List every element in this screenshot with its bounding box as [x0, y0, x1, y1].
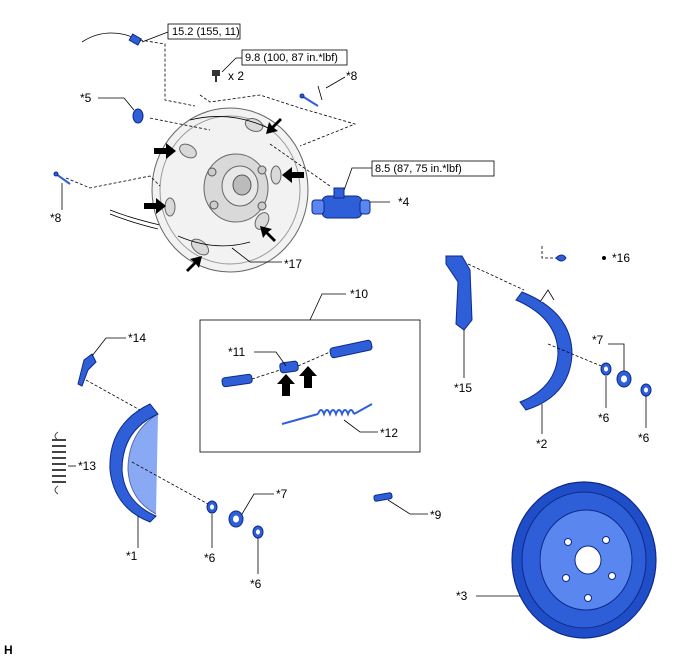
- part-13-spring: [52, 431, 66, 495]
- part-6-washer-right-b: [640, 383, 652, 397]
- bolt-quantity: x 2: [228, 69, 244, 83]
- arrow-5: [260, 226, 276, 242]
- callout-13: *13: [78, 459, 96, 473]
- arrow-6: [186, 256, 202, 272]
- torque-brake-line: 15.2 (155, 11): [172, 26, 240, 38]
- brake-line: [81, 32, 143, 46]
- callout-17: *17: [284, 257, 302, 271]
- part-7-cup-left: [228, 510, 244, 528]
- arrow-4: [144, 198, 166, 214]
- part-3-brake-drum: [511, 481, 657, 639]
- callout-3: *3: [456, 589, 468, 603]
- backing-plate: [109, 107, 309, 273]
- part-15-lever-right: [445, 255, 473, 331]
- torque-box-brake-line: [167, 23, 241, 40]
- part-7-cup-right: [616, 370, 632, 388]
- arrow-3: [282, 167, 304, 183]
- callout-11: *11: [228, 345, 245, 359]
- part-16-clip: [555, 254, 567, 262]
- torque-box-wheel-cylinder: [371, 160, 495, 177]
- part-6-washer-left-a: [206, 500, 218, 514]
- part-2-shoe-right: [515, 289, 573, 411]
- part-6-washer-right-a: [600, 362, 612, 376]
- callout-7a: *7: [276, 487, 288, 501]
- part-12-spring: [281, 403, 373, 425]
- part-1-shoe-left: [109, 403, 159, 523]
- callout-2: *2: [536, 437, 548, 451]
- callout-1: *1: [126, 549, 138, 563]
- arrow-8: [299, 366, 317, 388]
- arrow-1: [154, 143, 176, 159]
- callout-10: *10: [350, 287, 368, 301]
- bullet-dot: [602, 256, 606, 260]
- torque-bolt: 9.8 (100, 87 in.*lbf): [245, 52, 338, 64]
- arrow-2: [266, 118, 282, 134]
- callout-9: *9: [430, 508, 442, 522]
- callout-5: *5: [80, 91, 92, 105]
- callout-16: *16: [612, 251, 630, 265]
- callout-12: *12: [380, 426, 398, 440]
- callout-6b: *6: [250, 577, 262, 591]
- arrow-7: [277, 374, 295, 396]
- callout-6a: *6: [204, 551, 216, 565]
- callout-4: *4: [398, 195, 410, 209]
- part-8-pin-left: [53, 171, 71, 185]
- torque-wheel-cylinder: 8.5 (87, 75 in.*lbf): [375, 163, 462, 175]
- direction-arrows: [144, 118, 304, 272]
- callout-8a: *8: [346, 69, 358, 83]
- torque-box-bolt: [241, 49, 348, 66]
- part-6-washer-left-b: [252, 525, 264, 539]
- part-9-spring: [373, 492, 393, 502]
- callout-8b: *8: [50, 211, 62, 225]
- part-14-lever-left: [77, 353, 97, 387]
- callout-14: *14: [128, 331, 146, 345]
- part-11-adjuster: [221, 339, 373, 388]
- figure-code: H: [4, 643, 13, 657]
- callout-7b: *7: [592, 333, 604, 347]
- callout-6d: *6: [638, 431, 650, 445]
- bolt-icon: [212, 70, 220, 82]
- callout-15: *15: [454, 381, 472, 395]
- callout-6c: *6: [598, 411, 610, 425]
- part-4-wheel-cylinder: [311, 187, 371, 219]
- part-8-pin-top: [299, 93, 319, 107]
- part-5-pin: [132, 108, 144, 124]
